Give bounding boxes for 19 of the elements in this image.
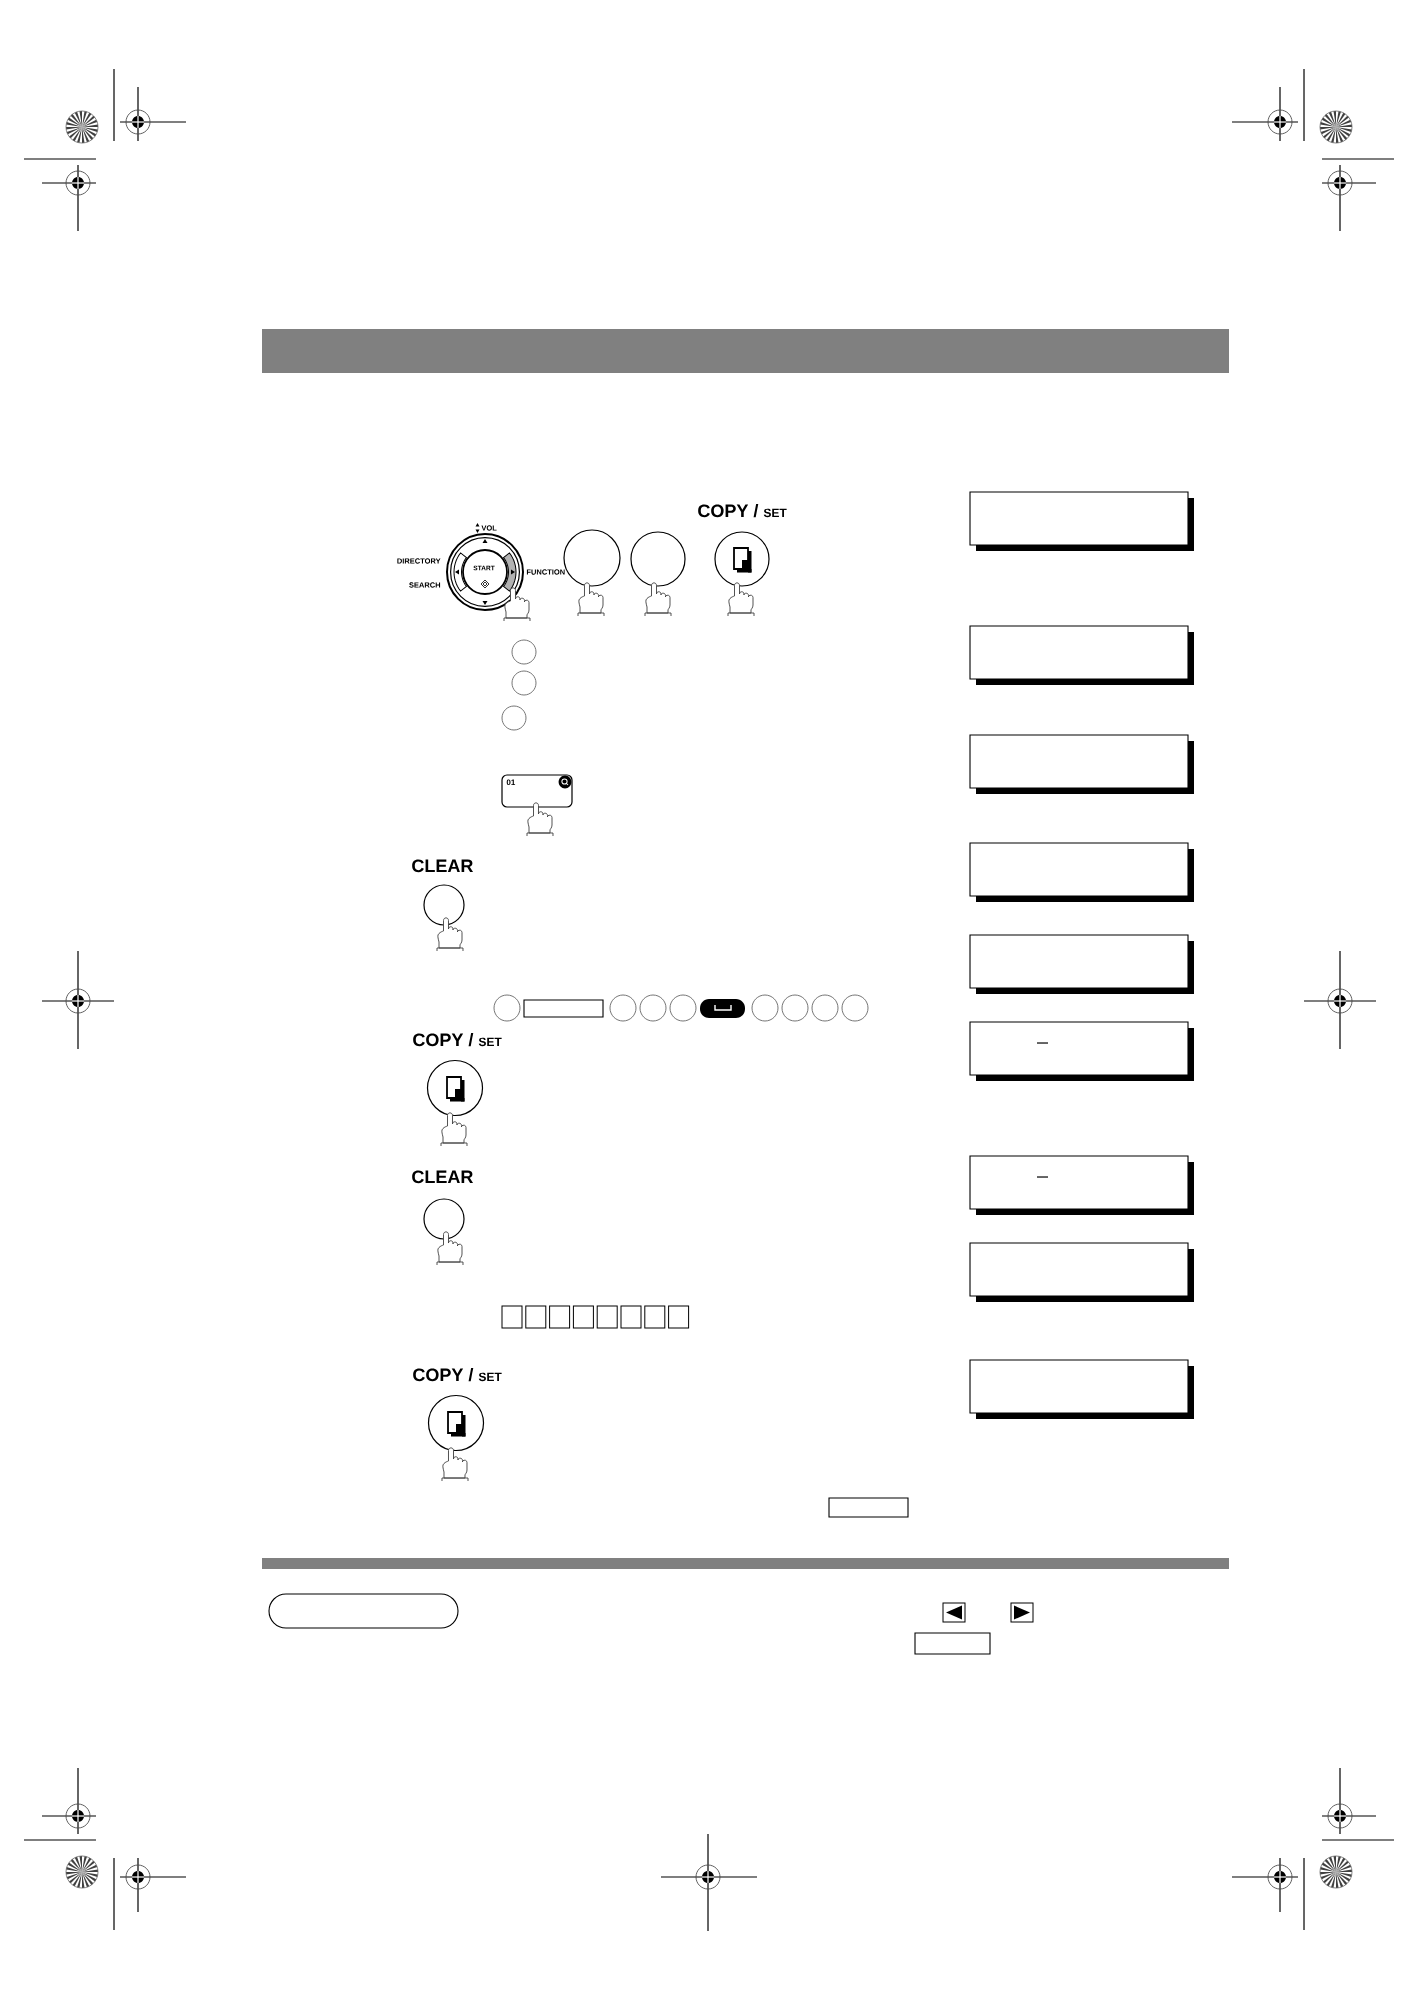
key-outline — [914, 1632, 991, 1655]
button-label: CLEAR — [412, 859, 474, 873]
round-button — [630, 531, 686, 587]
button-label: COPY / SET — [413, 1032, 502, 1047]
lcd-display — [969, 625, 1194, 685]
button-label: COPY / SET — [698, 503, 787, 518]
lcd-display — [969, 934, 1194, 994]
lcd-display — [969, 1359, 1194, 1419]
key-outline — [828, 1497, 909, 1518]
button-label: COPY / SET — [413, 1367, 502, 1382]
lcd-display — [969, 491, 1194, 551]
wide-key — [523, 999, 604, 1018]
round-button — [563, 529, 621, 587]
button-label: CLEAR — [412, 1170, 474, 1184]
lcd-display — [969, 734, 1194, 794]
lcd-display — [969, 842, 1194, 902]
note-tab — [268, 1593, 459, 1629]
one-touch-key: 01 — [501, 774, 573, 808]
lcd-display — [969, 1242, 1194, 1302]
